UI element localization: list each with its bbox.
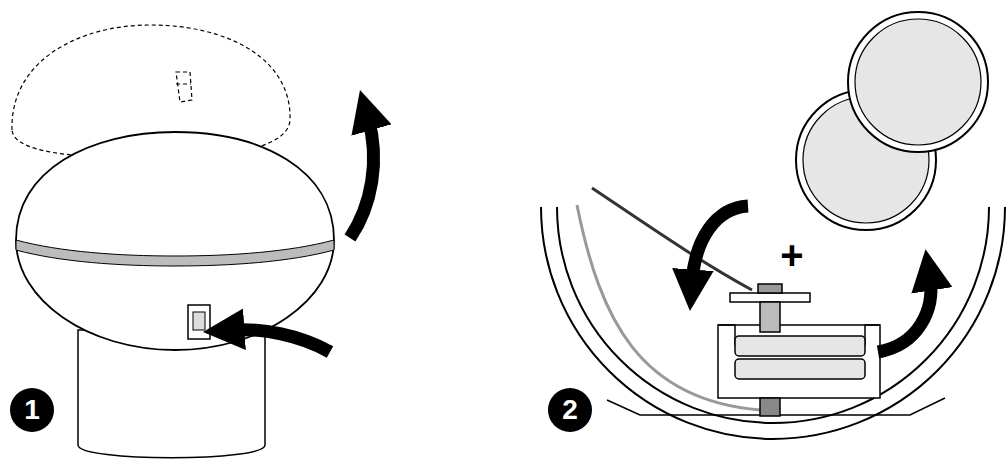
remove-arrow xyxy=(878,278,931,352)
press-arrow xyxy=(232,330,330,352)
wire xyxy=(592,188,752,290)
coin-cells xyxy=(796,12,988,230)
callout-circle xyxy=(548,388,592,432)
insert-arrow xyxy=(692,206,748,282)
battery-holder xyxy=(718,284,880,416)
cover-dome xyxy=(16,132,334,350)
callout-circle xyxy=(10,388,54,432)
housing-shell xyxy=(541,207,1005,439)
callout-number: 1 xyxy=(24,396,40,424)
polarity-sign: + xyxy=(780,235,803,275)
lift-arrow xyxy=(350,118,374,238)
callout-number: 2 xyxy=(562,396,578,424)
